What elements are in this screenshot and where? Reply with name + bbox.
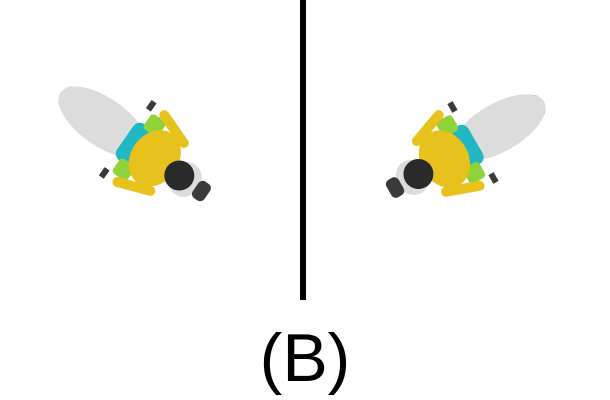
right-panel (310, 0, 610, 300)
figure-caption: (B) (259, 320, 351, 396)
divider-line (300, 0, 306, 300)
left-panel (0, 0, 300, 300)
motorcycle-rider-right (385, 94, 546, 198)
motorcycle-rider-left (58, 86, 211, 202)
